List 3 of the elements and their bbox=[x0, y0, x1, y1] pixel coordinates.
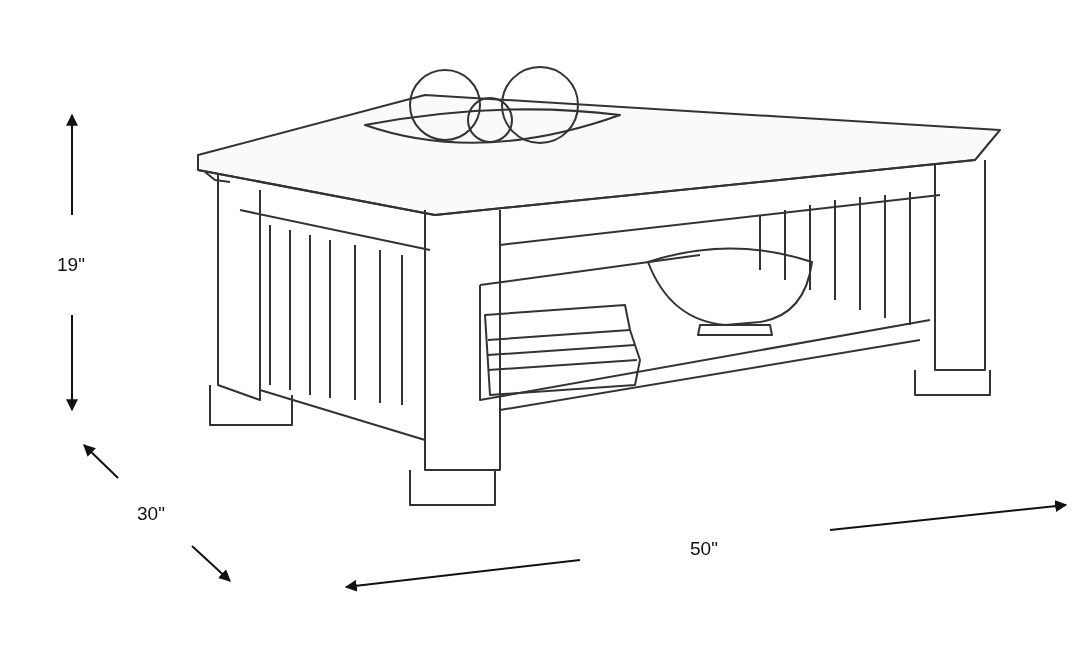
dimension-label: 30" bbox=[137, 503, 165, 525]
dimension-label: 19" bbox=[57, 254, 85, 276]
dimension-label: 50" bbox=[690, 538, 718, 560]
